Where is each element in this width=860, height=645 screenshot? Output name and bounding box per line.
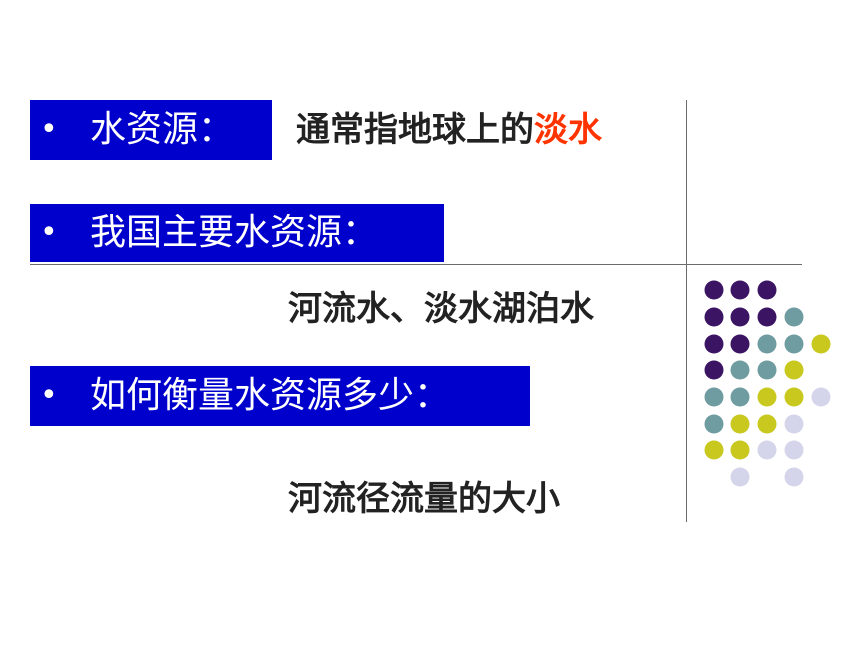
decor-dot bbox=[730, 440, 750, 460]
decor-dot bbox=[757, 387, 777, 407]
decor-dot bbox=[784, 467, 804, 487]
decor-dot bbox=[730, 467, 750, 487]
decor-dot bbox=[784, 360, 804, 380]
decor-dot bbox=[811, 387, 831, 407]
decor-dot bbox=[784, 387, 804, 407]
label-measure-question: • 如何衡量水资源多少： bbox=[30, 366, 530, 426]
bullet-icon: • bbox=[40, 112, 58, 147]
bullet-icon: • bbox=[40, 378, 58, 413]
decor-dot bbox=[704, 334, 724, 354]
decor-dot bbox=[704, 307, 724, 327]
decor-dot bbox=[730, 280, 750, 300]
measure-answer: 河流径流量的大小 bbox=[288, 479, 560, 519]
decor-dot bbox=[757, 334, 777, 354]
decor-dot bbox=[704, 387, 724, 407]
decor-dot bbox=[757, 307, 777, 327]
decor-dot bbox=[757, 414, 777, 434]
decor-dot bbox=[704, 440, 724, 460]
main-water-answer: 河流水、淡水湖泊水 bbox=[288, 289, 594, 329]
decor-dot bbox=[757, 280, 777, 300]
label-main-water-resources: • 我国主要水资源： bbox=[30, 204, 444, 262]
decor-dot bbox=[757, 440, 777, 460]
label-text: 水资源： bbox=[90, 109, 235, 150]
decor-dot bbox=[811, 334, 831, 354]
decor-dot bbox=[730, 414, 750, 434]
horizontal-divider bbox=[30, 264, 802, 265]
bullet-icon: • bbox=[40, 215, 58, 250]
decor-dot bbox=[730, 387, 750, 407]
decor-dot bbox=[730, 307, 750, 327]
decor-dot bbox=[704, 414, 724, 434]
label-text: 如何衡量水资源多少： bbox=[90, 375, 451, 416]
definition-text: 通常指地球上的淡水 bbox=[296, 113, 602, 147]
decor-dot bbox=[730, 334, 750, 354]
decor-dot bbox=[784, 334, 804, 354]
definition-highlight: 淡水 bbox=[534, 110, 602, 150]
decor-dot bbox=[704, 280, 724, 300]
decor-dot bbox=[784, 440, 804, 460]
label-text: 我国主要水资源： bbox=[90, 212, 379, 253]
decor-dot bbox=[730, 360, 750, 380]
definition-prefix: 通常指地球上的 bbox=[296, 110, 534, 150]
vertical-divider bbox=[686, 100, 687, 522]
decor-dot bbox=[784, 307, 804, 327]
decor-dot bbox=[704, 360, 724, 380]
label-water-resources: • 水资源： bbox=[30, 100, 272, 160]
decor-dot bbox=[784, 414, 804, 434]
decor-dot bbox=[757, 360, 777, 380]
